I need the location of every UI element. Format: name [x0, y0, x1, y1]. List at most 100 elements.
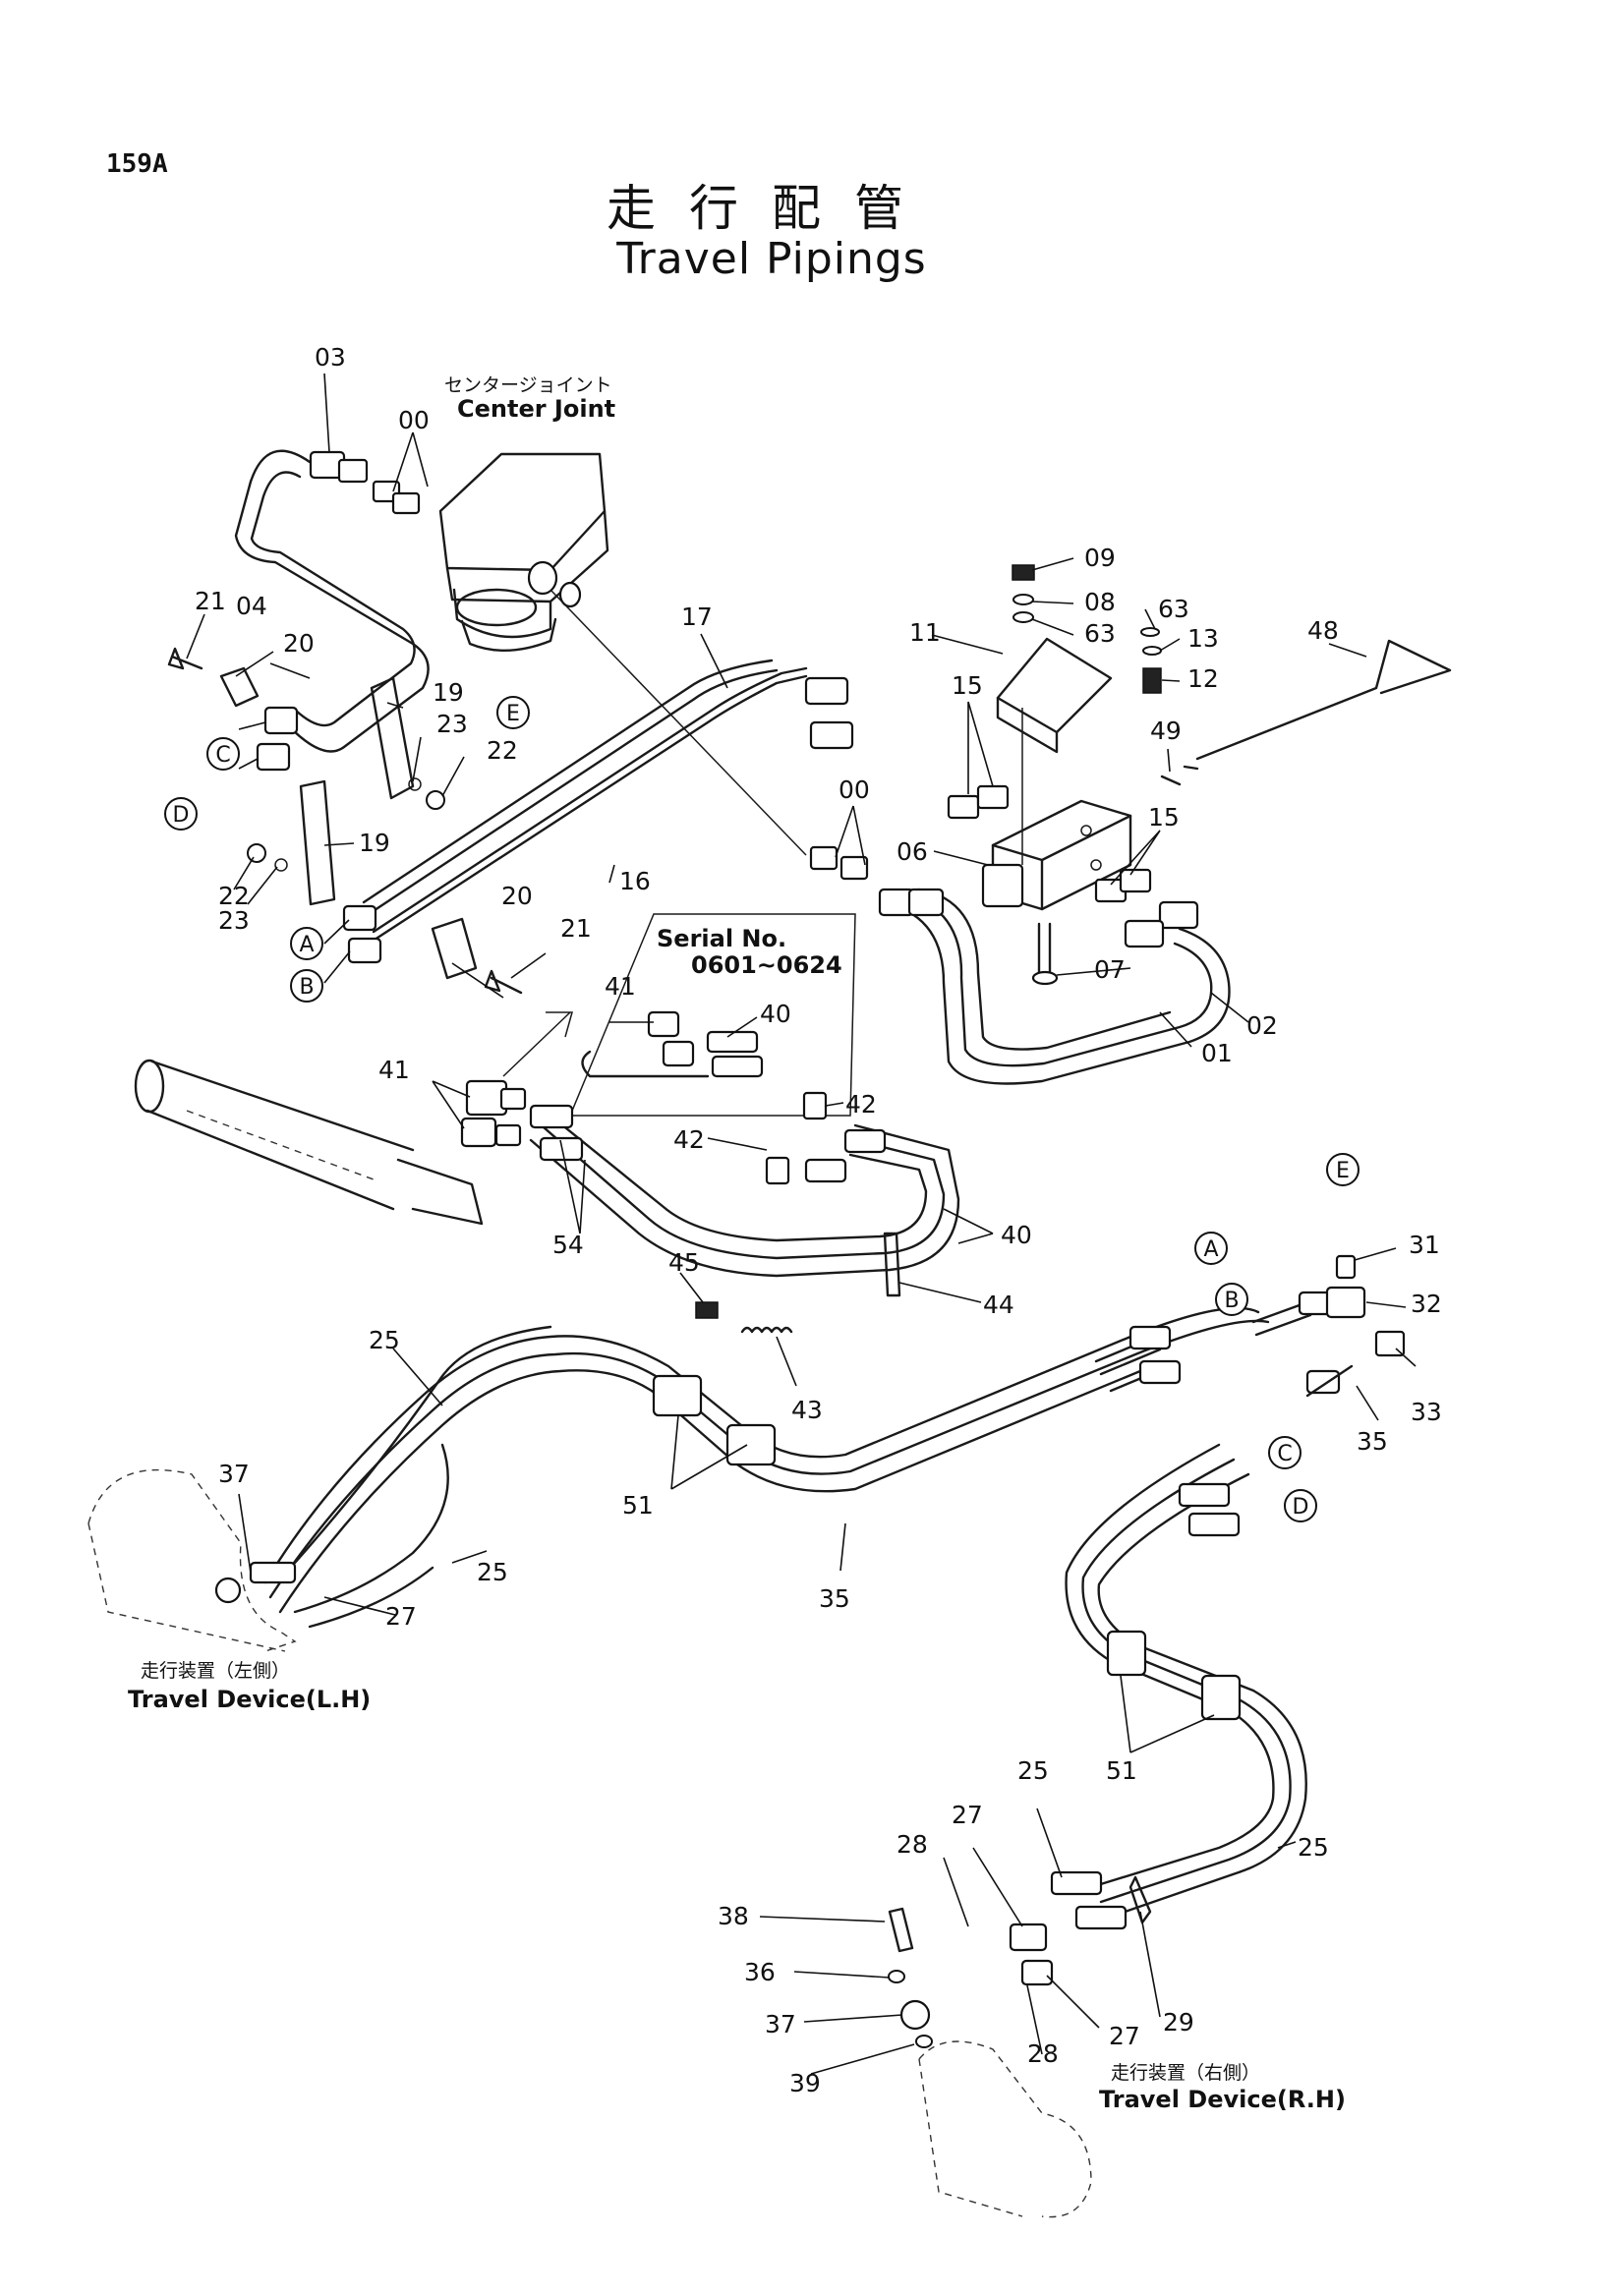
- bracket-11: [996, 637, 1113, 865]
- callout-15: 15: [952, 671, 983, 700]
- bolt-21-upper: [167, 647, 203, 670]
- callout-43: 43: [791, 1396, 823, 1424]
- elbows-42: [765, 1091, 828, 1185]
- stack-63-13-12: [1140, 627, 1162, 694]
- callout-25: 25: [369, 1326, 400, 1354]
- callout-03: 03: [315, 343, 346, 372]
- callout-27: 27: [385, 1602, 417, 1631]
- port-marker-e-4: [496, 696, 530, 729]
- callout-22: 22: [487, 736, 518, 765]
- callout-00b: 00: [839, 775, 870, 804]
- serial-label: Serial No.: [657, 925, 786, 952]
- callout-25d: 25: [1298, 1833, 1329, 1862]
- callout-44: 44: [983, 1291, 1014, 1319]
- callout-29: 29: [1163, 2008, 1194, 2037]
- block-45: [695, 1301, 719, 1319]
- travel-device-rh: [899, 1875, 1152, 2218]
- fittings-00-mid: [809, 845, 869, 881]
- page-number: 159A: [106, 149, 168, 179]
- bolt-38: [888, 1907, 914, 1953]
- clamp-20-lower: [431, 917, 478, 980]
- port-marker-a-0: [290, 927, 323, 960]
- callout-15b: 15: [1148, 803, 1180, 832]
- serial-range: 0601~0624: [691, 951, 842, 979]
- travel-device-lh-jp: 走行装置（左側）: [141, 1660, 290, 1682]
- port-marker-c-2: [206, 737, 240, 771]
- port-marker-d-8: [1284, 1489, 1317, 1522]
- callout-38: 38: [718, 1902, 749, 1930]
- callout-51b: 51: [1106, 1756, 1137, 1785]
- callout-35: 35: [1357, 1427, 1388, 1456]
- spring-43: [740, 1326, 793, 1334]
- port-label-e-9: E: [1336, 1159, 1350, 1183]
- port-label-a-5: A: [1203, 1237, 1218, 1262]
- callout-31: 31: [1409, 1231, 1440, 1259]
- hoses-40: [529, 1104, 960, 1278]
- callout-49: 49: [1150, 717, 1182, 745]
- port-label-b-1: B: [299, 975, 314, 1000]
- center-joint-link: [550, 589, 807, 856]
- hose-ends-upper-right: [1094, 1291, 1354, 1398]
- callout-54: 54: [552, 1231, 584, 1259]
- callout-41: 41: [605, 972, 636, 1001]
- callout-21b: 21: [560, 914, 592, 943]
- fittings-15-upper: [947, 784, 1010, 820]
- port-label-c-2: C: [215, 743, 230, 768]
- callout-13: 13: [1187, 624, 1219, 653]
- inset-arrow: [502, 1011, 573, 1077]
- callout-37: 37: [218, 1460, 250, 1488]
- washer-39: [915, 2035, 933, 2048]
- port-label-c-7: C: [1277, 1442, 1292, 1466]
- callout-17: 17: [681, 603, 713, 631]
- port-label-d-8: D: [1293, 1495, 1309, 1520]
- port-label-a-0: A: [299, 933, 314, 957]
- washer-36: [888, 1970, 905, 1983]
- callout-33: 33: [1411, 1398, 1442, 1426]
- valve-block-06: [981, 799, 1132, 911]
- callout-27c: 27: [1109, 2022, 1140, 2050]
- callout-23: 23: [436, 710, 468, 738]
- callout-28b: 28: [1027, 2039, 1059, 2068]
- callout-07: 07: [1094, 955, 1126, 984]
- port-marker-a-5: [1194, 1232, 1228, 1265]
- bracket-19-upper: [370, 676, 415, 800]
- pipes-16-17: [342, 659, 854, 964]
- callout-21: 21: [195, 587, 226, 615]
- travel-device-rh-jp: 走行装置（右側）: [1111, 2062, 1260, 2084]
- center-joint: [438, 452, 609, 652]
- hoses-25-35: [263, 1306, 1270, 1629]
- nut-22-upper: [426, 790, 445, 810]
- callout-63b: 63: [1158, 595, 1189, 623]
- tee-fitting-32: [1325, 1254, 1406, 1357]
- clamp-44: [883, 1232, 901, 1297]
- center-joint-label-jp: センタージョイント: [444, 374, 612, 396]
- callout-40b: 40: [1001, 1221, 1032, 1249]
- callout-06: 06: [897, 837, 928, 866]
- lever-48: [1183, 639, 1452, 771]
- callout-28: 28: [897, 1830, 928, 1859]
- callout-19b: 19: [359, 829, 390, 857]
- callout-27b: 27: [952, 1801, 983, 1829]
- pin-49: [1160, 775, 1182, 786]
- callout-20b: 20: [501, 882, 533, 910]
- callout-23b: 23: [218, 906, 250, 935]
- callout-09: 09: [1084, 544, 1116, 572]
- callout-11: 11: [909, 618, 941, 647]
- leader-lines: [186, 373, 1417, 2075]
- title-english: Travel Pipings: [616, 234, 927, 284]
- callout-22b: 22: [218, 882, 250, 910]
- callout-20: 20: [283, 629, 315, 658]
- stack-09-08-63: [1012, 564, 1035, 623]
- callout-16: 16: [619, 867, 651, 895]
- travel-device-rh-en: Travel Device(R.H): [1099, 2086, 1346, 2113]
- washer-23-lower: [274, 858, 288, 872]
- port-marker-b-6: [1215, 1283, 1248, 1316]
- fittings-41: [460, 1079, 527, 1148]
- callouts: 03 00 21 04 20 19 23 22 19 22 23 20 21 1…: [195, 343, 1442, 2097]
- callout-02: 02: [1246, 1011, 1278, 1040]
- port-label-d-3: D: [173, 803, 190, 828]
- bolt-07: [1031, 922, 1059, 986]
- callout-36: 36: [744, 1958, 776, 1986]
